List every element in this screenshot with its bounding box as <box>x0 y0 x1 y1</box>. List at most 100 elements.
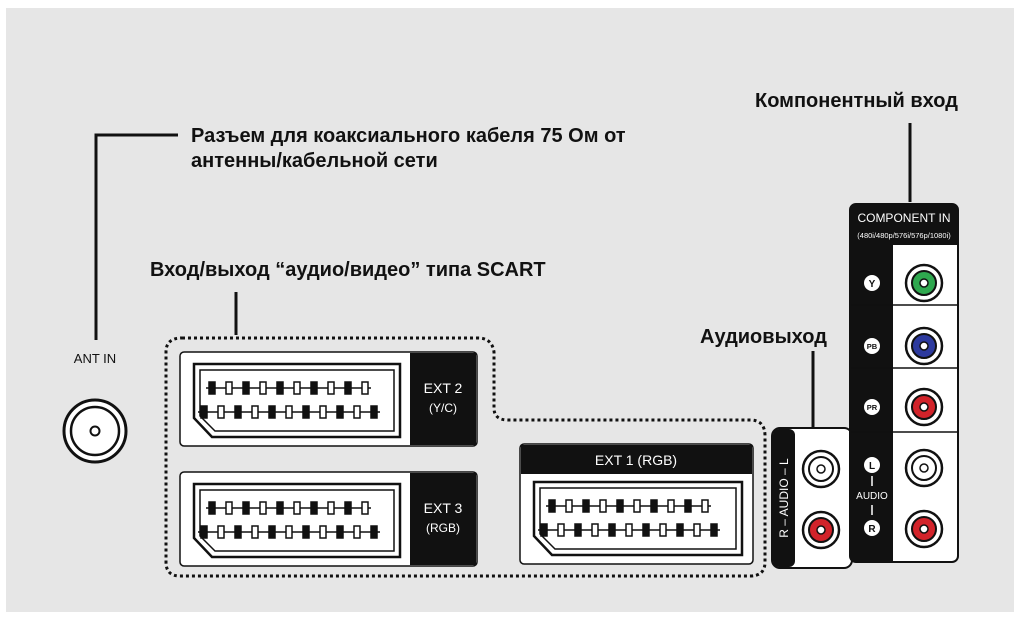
audio-out-panel: R – AUDIO – L <box>771 427 853 569</box>
scart-pin <box>591 523 599 537</box>
component-audio-l-jack <box>904 448 944 488</box>
scart-pin <box>557 523 565 537</box>
scart-pin <box>370 405 378 419</box>
scart-ext1: EXT 1 (RGB) <box>519 443 754 565</box>
scart-pin <box>302 405 310 419</box>
scart-pin <box>693 523 701 537</box>
scart-pin <box>608 523 616 537</box>
ext2-name: EXT 2 <box>424 380 463 396</box>
scart-pin <box>200 525 208 539</box>
scart-pin <box>217 525 225 539</box>
scart-pin <box>540 523 548 537</box>
scart-pin <box>361 381 369 395</box>
scart-pin <box>285 525 293 539</box>
scart-pin <box>319 405 327 419</box>
component-audio-r-jack <box>904 509 944 549</box>
scart-pin <box>616 499 624 513</box>
scart-pin <box>268 405 276 419</box>
scart-pin <box>217 405 225 419</box>
audio-out-label: R – AUDIO – L <box>777 458 791 538</box>
scart-pin <box>344 501 352 515</box>
scart-pin <box>251 405 259 419</box>
scart-callout: Вход/выход “аудио/видео” типа SCART <box>150 259 546 281</box>
scart-pin <box>310 381 318 395</box>
scart-pin <box>293 501 301 515</box>
scart-pin <box>565 499 573 513</box>
ant-in-label: ANT IN <box>74 351 116 366</box>
scart-pin <box>642 523 650 537</box>
jack-pb <box>904 326 944 366</box>
scart-pin <box>361 501 369 515</box>
ant-in-connector: ANT IN <box>62 351 128 464</box>
scart-pin <box>548 499 556 513</box>
scart-pin <box>625 523 633 537</box>
jack-pr <box>904 387 944 427</box>
jack-y <box>904 263 944 303</box>
scart-pin <box>344 381 352 395</box>
scart-pin <box>336 525 344 539</box>
jack-y-label: Y <box>869 279 876 290</box>
antenna-callout-line1: Разъем для коаксиального кабеля 75 Ом от <box>191 125 626 147</box>
component-title: COMPONENT IN <box>857 211 950 225</box>
ext1-pins <box>538 499 720 537</box>
scart-pin <box>251 525 259 539</box>
scart-pin <box>327 381 335 395</box>
scart-pin <box>302 525 310 539</box>
scart-pin <box>234 525 242 539</box>
scart-pin <box>370 525 378 539</box>
scart-pin <box>659 523 667 537</box>
leader-lines <box>94 123 912 428</box>
scart-pin <box>633 499 641 513</box>
scart-pin <box>310 501 318 515</box>
antenna-leader <box>94 133 178 340</box>
ext1-name: EXT 1 (RGB) <box>595 452 677 468</box>
scart-group-outline <box>164 336 767 578</box>
scart-pin <box>225 501 233 515</box>
component-audio-label: AUDIO <box>856 491 888 502</box>
scart-pin <box>242 381 250 395</box>
scart-pin <box>259 501 267 515</box>
component-in-panel: COMPONENT IN (480i/480p/576i/576p/1080i)… <box>849 203 959 563</box>
scart-pin <box>667 499 675 513</box>
component-callout: Компонентный вход <box>755 90 958 112</box>
component-formats: (480i/480p/576i/576p/1080i) <box>857 231 951 240</box>
scart-pin <box>353 525 361 539</box>
scart-pin <box>710 523 718 537</box>
ext3-pins <box>198 501 380 539</box>
scart-pin <box>268 525 276 539</box>
scart-pin <box>353 405 361 419</box>
component-audio-r-label: R <box>868 524 876 535</box>
scart-ext3: EXT 3 (RGB) <box>179 471 478 567</box>
ext3-name: EXT 3 <box>424 500 463 516</box>
scart-pin <box>599 499 607 513</box>
scart-pin <box>327 501 335 515</box>
scart-pin <box>242 501 250 515</box>
scart-pin <box>225 381 233 395</box>
scart-pin <box>676 523 684 537</box>
scart-pin <box>285 405 293 419</box>
scart-pin <box>234 405 242 419</box>
jack-pr-label: PR <box>867 403 878 412</box>
audio-out-r-jack <box>801 510 841 550</box>
scart-pin <box>701 499 709 513</box>
antenna-callout: Разъем для коаксиального кабеля 75 Ом от… <box>191 124 626 174</box>
scart-pin <box>582 499 590 513</box>
scart-pin <box>208 381 216 395</box>
component-audio-l-label: L <box>869 461 875 472</box>
scart-pin <box>276 381 284 395</box>
scart-pin <box>208 501 216 515</box>
scart-pin <box>319 525 327 539</box>
scart-pin <box>684 499 692 513</box>
scart-pin <box>336 405 344 419</box>
ext2-sub: (Y/C) <box>429 401 457 415</box>
scart-pin <box>276 501 284 515</box>
scart-pin <box>259 381 267 395</box>
scart-pin <box>293 381 301 395</box>
scart-pin <box>200 405 208 419</box>
scart-pin <box>574 523 582 537</box>
scart-ext2: EXT 2 (Y/C) <box>179 351 478 447</box>
antenna-callout-line2: антенны/кабельной сети <box>191 150 438 172</box>
jack-pb-label: PB <box>867 342 878 351</box>
